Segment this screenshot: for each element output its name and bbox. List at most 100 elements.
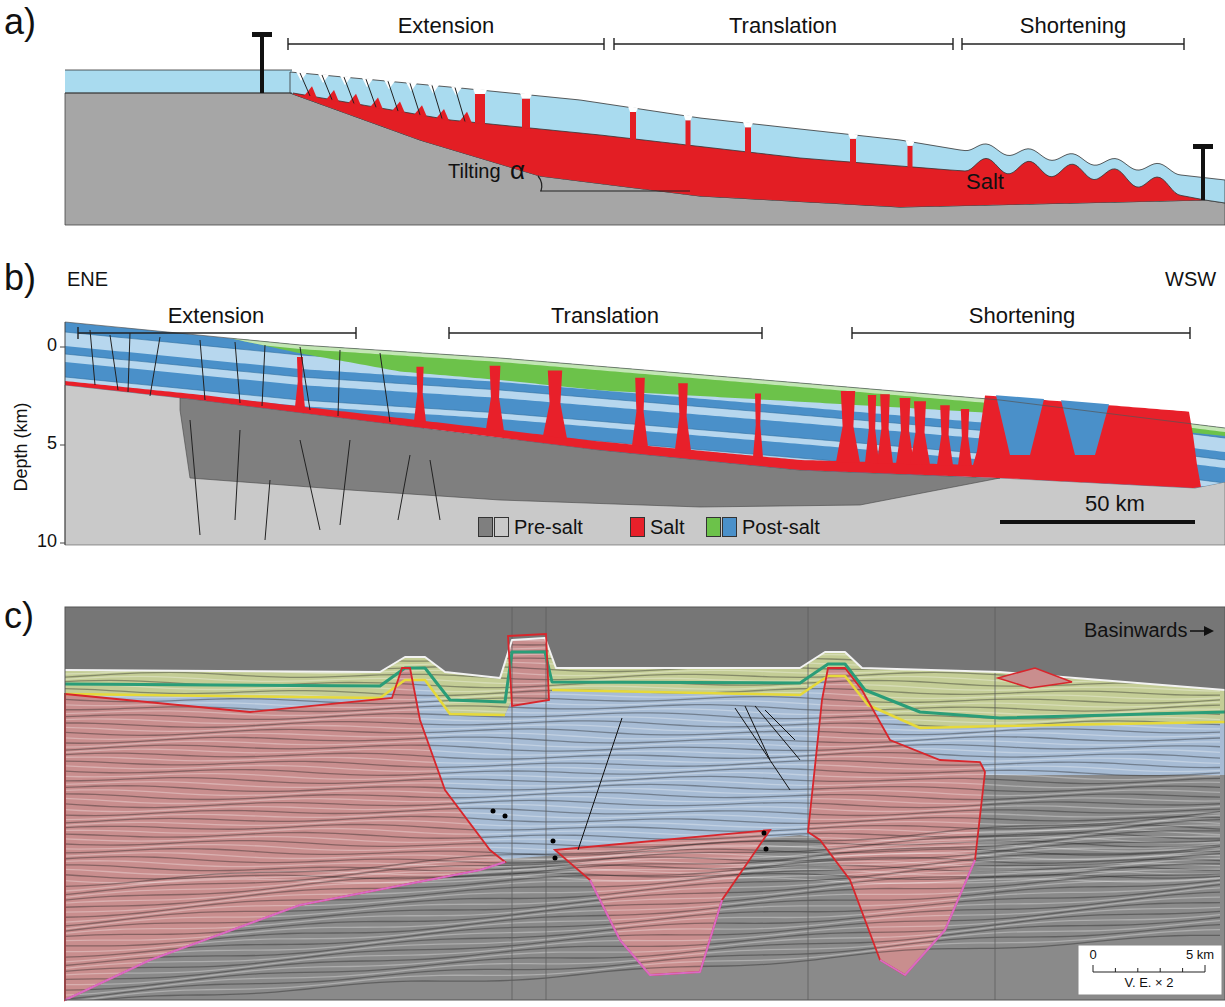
reflector [65,820,1220,895]
domain-label: Extension [168,304,265,328]
normal-fault [432,85,442,118]
bracket-tick [355,327,356,339]
axis-tick-label: 5 [47,434,57,454]
reflector [65,854,1220,926]
arrow-head [1204,626,1214,636]
legend-swatch [630,517,645,537]
scale-bar [1000,520,1195,524]
reflector [65,915,1220,985]
scale-label: 0 [1089,948,1096,962]
fault [745,706,770,760]
fault [578,718,622,850]
panel-c-seismic [65,607,1225,1004]
scale-tick [1182,968,1183,972]
normal-fault [322,75,332,100]
reflector [65,897,1220,968]
reflector [65,753,1220,760]
normal-fault [388,81,398,111]
fault [235,430,240,520]
reflector [65,892,1220,965]
raft-gap [906,140,915,146]
salt-lens [998,668,1072,688]
fault [300,347,310,410]
domain-label: Shortening [969,304,1075,328]
axis-tick [60,543,65,544]
yellow-horizon [552,676,1225,728]
salt-base [590,880,722,975]
scale-tick [1205,965,1206,972]
raft-gap [628,106,638,112]
reflector [65,840,1220,907]
sediment-bands [65,332,1225,524]
salt-diapir [836,391,860,463]
domain-label: Translation [729,14,837,38]
reflector [65,729,1220,736]
legend-swatch-part [722,517,737,537]
shelf-floor [65,93,292,94]
layer-label: Salt [966,170,1004,194]
panel-label: a) [4,2,36,42]
salt-base [65,862,505,1000]
salt-diapir [896,398,914,464]
reflector [65,925,1220,999]
salt-diapir [753,394,763,458]
scale-label: 50 km [1085,492,1145,516]
salt-diapir [295,357,305,408]
bracket-tick [1189,327,1190,339]
salt-outline [65,668,505,1000]
salt-diapir [630,112,636,140]
domain-label: Shortening [1020,14,1126,38]
bracket-tick [1183,38,1184,50]
legend-label: Salt [650,516,684,538]
well-pole [260,36,264,93]
fault [262,345,265,406]
well-track [808,607,809,1000]
panel-label: b) [4,258,36,298]
domain-label: Extension [398,14,495,38]
fault [398,455,410,520]
panel-b-section [60,322,1225,545]
salt-outline [555,830,770,975]
domain-label: Translation [551,304,659,328]
annotation: Tilting [448,160,501,182]
sea-water [65,70,292,93]
salt-roller [304,86,317,98]
fault [200,340,205,400]
scale-box [1078,945,1222,995]
direction-label: Basinwards [1084,619,1187,641]
zone-bracket [962,43,1184,44]
post-salt-sediment [290,72,1225,207]
reflector [65,825,1220,897]
salt-roller [348,94,361,106]
salt-diapir [486,366,504,432]
fault [90,330,95,385]
salt-roller [459,112,472,124]
axis-tick [60,445,65,446]
scale-tick [1137,968,1138,972]
scale-label: 5 km [1186,948,1214,962]
zone-bracket [614,43,953,44]
orientation-label: WSW [1165,268,1216,290]
bracket-tick [603,38,604,50]
fault [430,460,440,520]
green-horizon [65,652,1225,718]
fault [150,337,160,396]
zone-bracket [78,332,356,333]
normal-fault [455,88,465,122]
weld-marker [762,831,767,836]
well-cap [252,32,272,37]
minibasin [996,395,1044,455]
legend-label: Post-salt [742,516,820,538]
legend-swatch [478,517,493,537]
salt-layer [293,93,1205,207]
reflector [65,776,1220,783]
water-column [65,607,1225,690]
reflector [65,784,1220,791]
salt-diapir [522,99,530,129]
reflector [65,749,1220,756]
well-cap [1193,144,1213,149]
post-salt-sediment [65,322,1225,488]
scale-bar [1093,971,1205,972]
weld-marker [491,809,496,814]
fault [110,335,118,390]
